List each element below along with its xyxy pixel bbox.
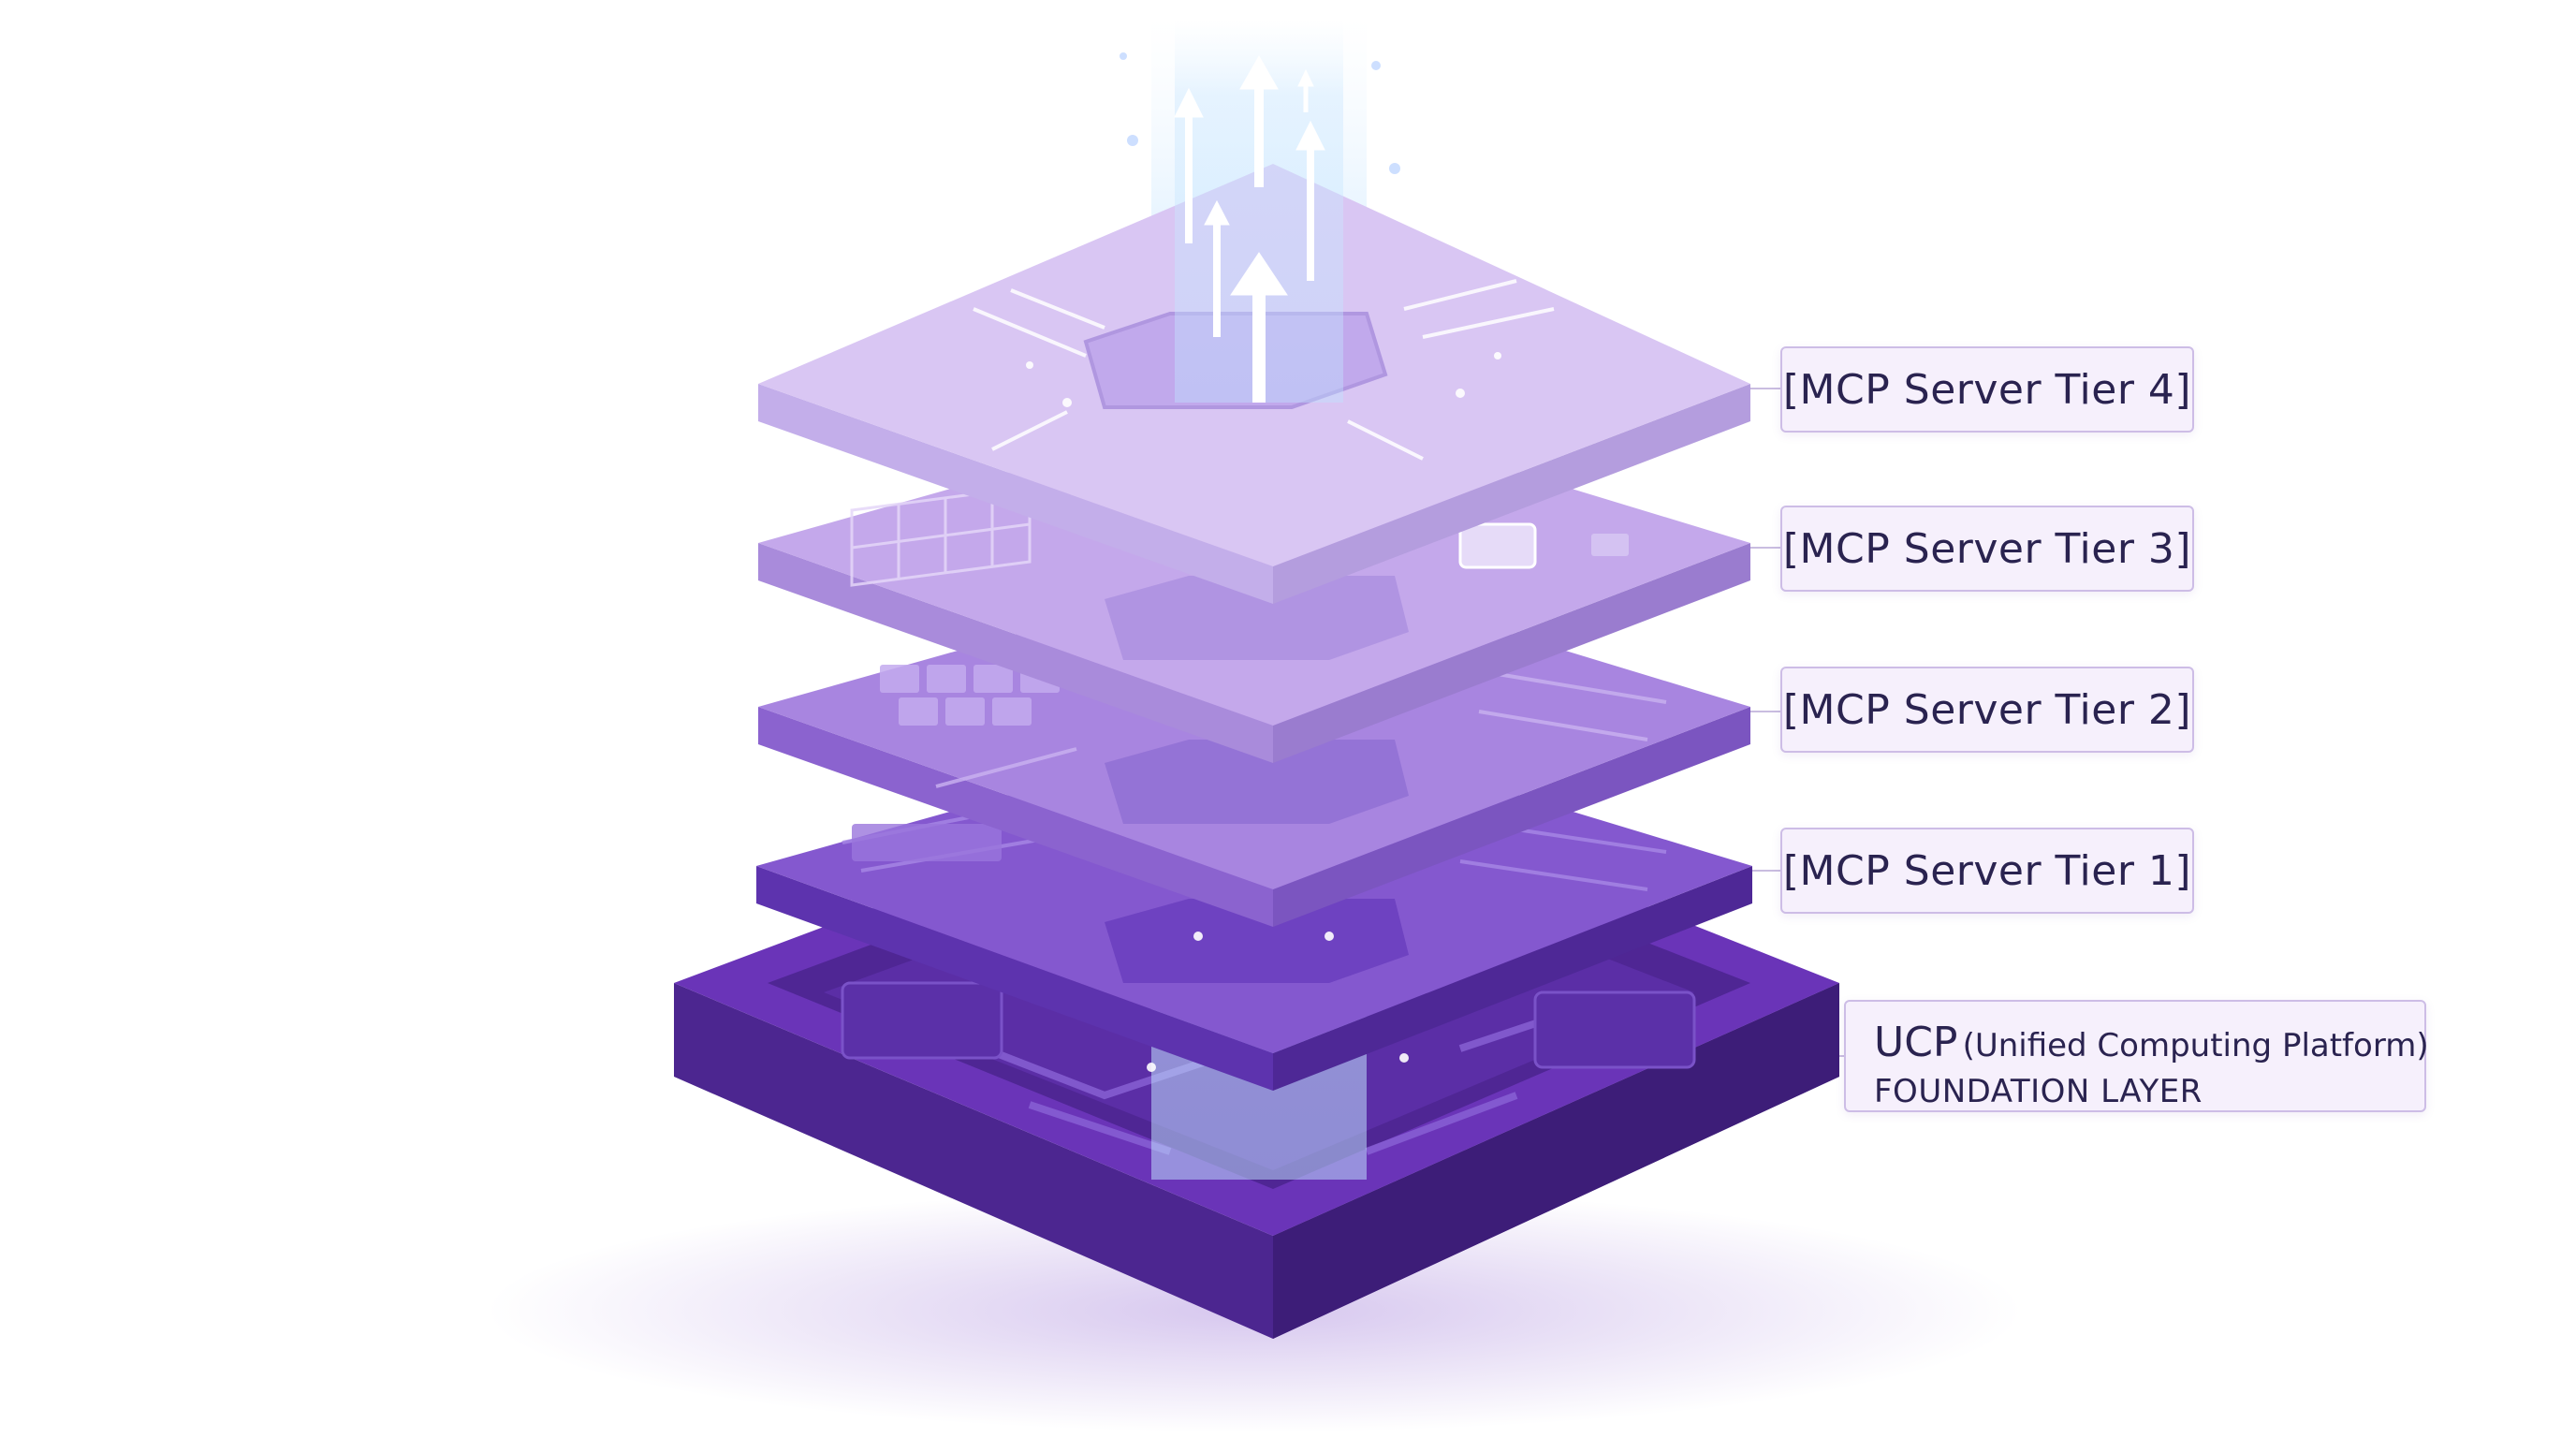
tier-1-slab-front-left bbox=[756, 866, 1273, 1091]
tier-2-label: [MCP Server Tier 2] bbox=[1780, 667, 2194, 753]
tier-2-slab-front-right bbox=[1273, 707, 1750, 927]
foundation-full-name: (Unified Computing Platform) bbox=[1962, 1027, 2429, 1064]
foundation-title: UCP (Unified Computing Platform) bbox=[1874, 1019, 2429, 1066]
label-connectors bbox=[1750, 388, 1844, 1057]
tier-3-chip-small bbox=[1591, 534, 1629, 556]
tier-3-chip bbox=[1458, 522, 1537, 569]
foundation-subtitle: FOUNDATION LAYER bbox=[1874, 1073, 2203, 1111]
upward-arrows bbox=[1174, 54, 1325, 403]
tier-1-panel bbox=[852, 824, 1002, 861]
upward-arrow-icon bbox=[1239, 54, 1279, 187]
tier-1-slab-front-right bbox=[1273, 866, 1752, 1091]
upward-arrow-icon bbox=[1297, 68, 1314, 112]
tier-4-label: [MCP Server Tier 4] bbox=[1780, 346, 2194, 433]
tier-2-circuit-traces bbox=[935, 672, 1667, 788]
upward-arrow-icon bbox=[1230, 252, 1288, 403]
foundation-chip-right bbox=[1533, 990, 1696, 1069]
tier-2-grid-pattern bbox=[880, 665, 1060, 726]
foundation-abbr: UCP bbox=[1874, 1019, 1958, 1066]
upward-arrow-icon bbox=[1295, 120, 1325, 281]
sparkle-particles bbox=[1026, 52, 1501, 1072]
tier-3-slab-opening bbox=[1105, 576, 1409, 660]
tier-4-slab-front-left bbox=[758, 384, 1273, 604]
tier-3-slab-front-left bbox=[758, 543, 1273, 763]
foundation-chip-left bbox=[841, 981, 1003, 1060]
tier-4-slab-front-right bbox=[1273, 384, 1750, 604]
tier-1-label: [MCP Server Tier 1] bbox=[1780, 828, 2194, 914]
foundation-label: UCP (Unified Computing Platform) FOUNDAT… bbox=[1844, 1000, 2429, 1112]
tier-3-label: [MCP Server Tier 3] bbox=[1780, 506, 2194, 592]
tier-1-slab-opening bbox=[1105, 899, 1409, 983]
tier-3-slab-front-right bbox=[1273, 543, 1750, 763]
tier-4-light-traces bbox=[973, 279, 1555, 461]
tier-2-slab-front-left bbox=[758, 707, 1273, 927]
tier-2-slab-opening bbox=[1105, 740, 1409, 824]
foundation-side-right bbox=[1273, 983, 1839, 1339]
upward-arrow-icon bbox=[1204, 199, 1230, 337]
upward-arrow-icon bbox=[1174, 87, 1204, 243]
